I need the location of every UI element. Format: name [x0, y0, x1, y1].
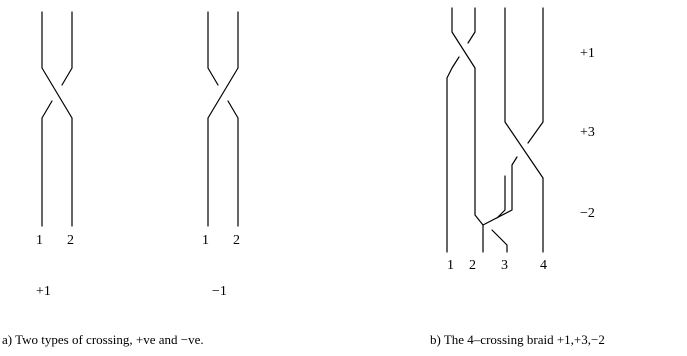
strand-under-top — [207, 11, 219, 86]
crossing-sign-negative: −1 — [212, 284, 227, 299]
strand-b-b-bottom — [446, 56, 460, 253]
strand-b-e-bottom — [491, 229, 508, 253]
strand-label-1: 1 — [202, 233, 209, 248]
crossing-label-minus-two: −2 — [580, 206, 595, 221]
strand-label-1: 1 — [447, 258, 454, 273]
strand-under-bottom — [227, 100, 239, 227]
crossing-label-plus-three: +3 — [580, 125, 595, 140]
strand-label-2: 2 — [67, 233, 74, 248]
crossing-sign-positive: +1 — [36, 284, 51, 299]
braid-four-crossing — [446, 7, 544, 253]
strand-over — [207, 11, 239, 227]
strand-b-a — [451, 7, 484, 253]
strand-label-3: 3 — [501, 258, 508, 273]
strand-label-2: 2 — [233, 233, 240, 248]
strand-label-2: 2 — [469, 258, 476, 273]
braid-negative-crossing — [207, 11, 239, 227]
crossing-label-plus-one: +1 — [580, 46, 595, 61]
caption-a: a) Two types of crossing, +ve and −ve. — [2, 332, 204, 347]
braid-positive-crossing — [41, 11, 73, 227]
strand-1-over — [41, 11, 73, 227]
strand-b-e — [496, 175, 506, 219]
caption-b: b) The 4–crossing braid +1,+3,−2 — [430, 332, 605, 347]
strand-2-under-bottom — [41, 100, 53, 227]
strand-b-c — [504, 7, 544, 253]
strand-b-d-top — [527, 7, 544, 144]
strand-b-b-top — [467, 7, 476, 44]
strand-2-under-top — [61, 11, 73, 86]
strand-label-4: 4 — [540, 258, 547, 273]
strand-label-1: 1 — [36, 233, 43, 248]
